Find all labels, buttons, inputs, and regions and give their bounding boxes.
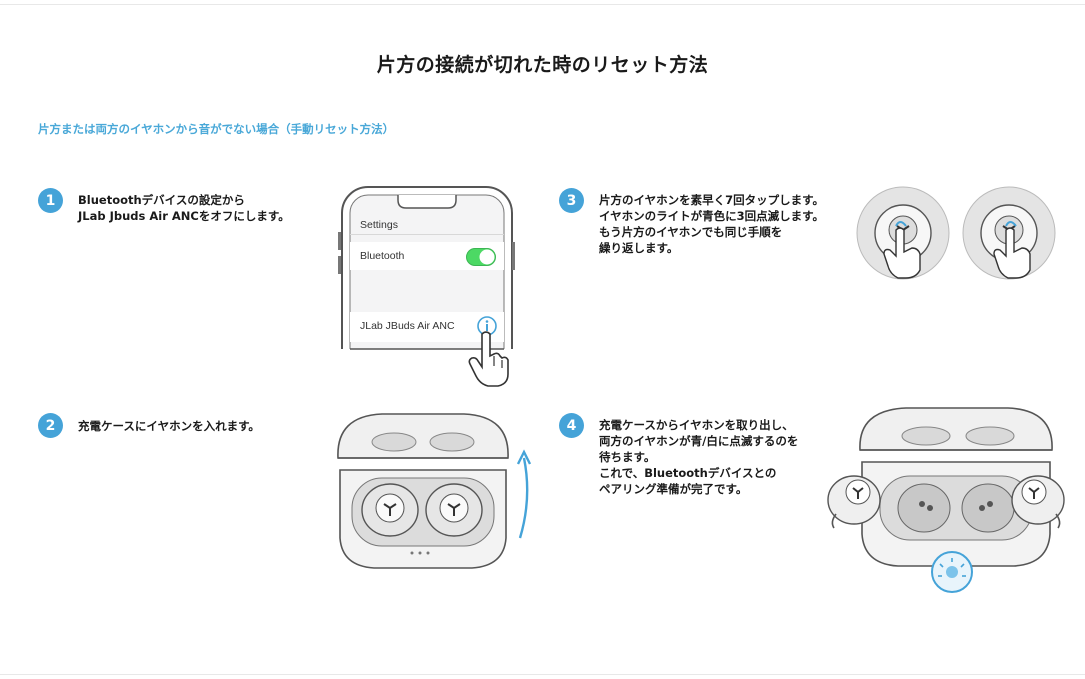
page-title: 片方の接続が切れた時のリセット方法 [376,54,709,76]
step-1-number: 1 [38,188,63,213]
phone-settings-label: Settings [360,219,398,231]
earbud-tap-illustration-right [962,186,1056,280]
case-with-earbuds-illustration [332,408,547,578]
earbud-tap-illustration-left [856,186,950,280]
step-4-number: 4 [559,413,584,438]
page-subtitle: 片方または両方のイヤホンから音がでない場合（手動リセット方法） [38,122,395,136]
step-1-text: Bluetoothデバイスの設定から JLab Jbuds Air ANCをオフ… [78,193,290,223]
step-4-text: 充電ケースからイヤホンを取り出し、 両方のイヤホンが青/白に点滅するのを 待ちま… [599,418,799,496]
step-3-text: 片方のイヤホンを素早く7回タップします。 イヤホンのライトが青色に3回点滅します… [599,193,825,255]
hand-pointer-icon [466,330,514,388]
step-2-number: 2 [38,413,63,438]
bluetooth-toggle[interactable] [466,248,496,266]
info-icon[interactable] [476,315,498,337]
step-3-number: 3 [559,188,584,213]
open-case-pairing-illustration [826,404,1066,596]
top-divider [0,4,1085,5]
phone-bluetooth-label[interactable]: Bluetooth [360,250,405,262]
phone-device-label[interactable]: JLab JBuds Air ANC [360,320,455,332]
step-2-text: 充電ケースにイヤホンを入れます。 [78,419,260,433]
bottom-divider [0,674,1085,675]
